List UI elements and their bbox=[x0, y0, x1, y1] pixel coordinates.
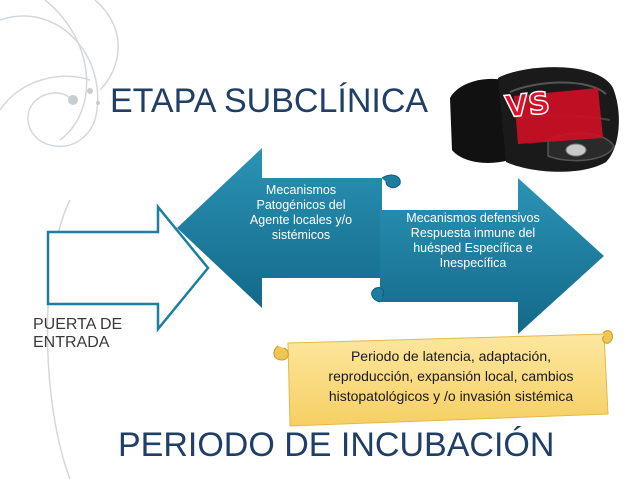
pathogen-arrow bbox=[177, 148, 382, 308]
slide-subtitle: PERIODO DE INCUBACIÓN bbox=[118, 426, 555, 464]
entry-arrow bbox=[46, 203, 210, 333]
slide-title: ETAPA SUBCLÍNICA bbox=[110, 82, 429, 120]
pathogen-arrow-text: Mecanismos Patogénicos del Agente locale… bbox=[249, 183, 353, 242]
fist-icon bbox=[450, 67, 619, 172]
note-text: Periodo de latencia, adaptación, reprodu… bbox=[328, 348, 574, 404]
entry-label: PUERTA DE ENTRADA bbox=[33, 316, 123, 351]
host-defense-arrow bbox=[380, 178, 604, 334]
host-defense-arrow-text: Mecanismos defensivos Respuesta inmune d… bbox=[406, 211, 540, 270]
note-box bbox=[287, 333, 609, 427]
